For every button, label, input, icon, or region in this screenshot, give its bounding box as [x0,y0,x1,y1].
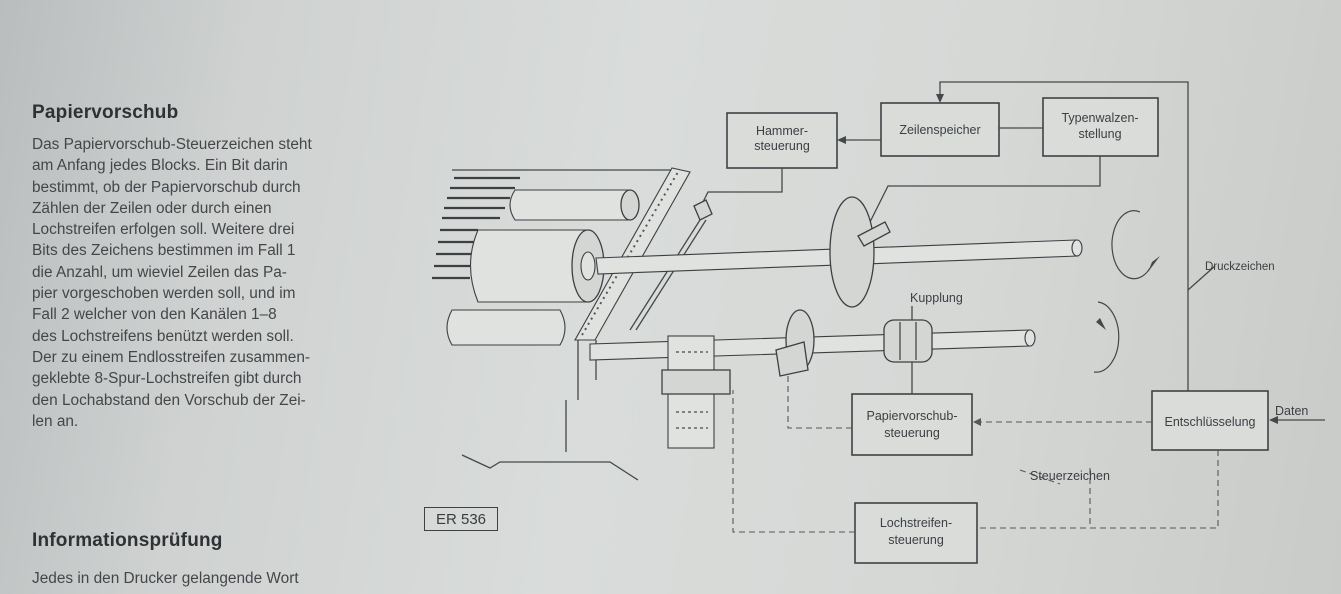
box-label: steuerung [884,426,940,440]
label-daten: Daten [1275,404,1308,418]
figure-id-label: ER 536 [424,507,498,531]
box-label: Entschlüsselung [1164,415,1255,429]
paragraph-papiervorschub: Das Papiervorschub-Steuerzeichen steht a… [32,134,404,432]
text-line: Lochstreifen erfolgen soll. Weitere drei [32,221,295,239]
box-label: Zeilenspeicher [899,123,980,137]
text-line: geklebte 8-Spur-Lochstreifen gibt durch [32,370,302,388]
section-heading-papiervorschub: Papiervorschub [32,102,179,123]
text-line: len an. [32,412,79,430]
text-line: am Anfang jedes Blocks. Ein Bit darin [32,157,288,175]
text-line: den Lochabstand den Vorschub der Zei- [32,391,306,409]
box-label: steuerung [888,533,944,547]
section-heading-informationspruefung: Informationsprüfung [32,530,223,551]
box-label: steuerung [754,139,810,153]
text-line: Fall 2 welcher von den Kanälen 1–8 [32,306,277,324]
text-line: pier vorgeschoben werden soll, und im [32,285,296,303]
label-druckzeichen: Druckzeichen [1205,261,1275,273]
box-entschluesselung: Entschlüsselung [1151,390,1269,451]
text-line: Das Papiervorschub-Steuerzeichen steht [32,136,312,153]
box-label: Lochstreifen- [880,516,952,530]
box-zeilenspeicher: Zeilenspeicher [880,102,1000,157]
box-label: stellung [1078,127,1121,141]
printer-mechanism [432,167,1160,481]
paragraph-informationspruefung: Jedes in den Drucker gelangende Wort [32,570,299,587]
box-label: Papiervorschub- [866,409,957,423]
box-typenwalzenstellung: Typenwalzen- stellung [1042,97,1159,157]
text-column: Papiervorschub Das Papiervorschub-Steuer… [32,102,404,432]
label-steuerzeichen: Steuerzeichen [1030,469,1110,483]
text-line: die Anzahl, um wieviel Zeilen das Pa- [32,263,287,281]
box-label: Typenwalzen- [1061,111,1138,125]
text-line: Bits des Zeichens bestimmen im Fall 1 [32,242,296,260]
box-lochstreifensteuerung: Lochstreifen- steuerung [854,502,978,564]
box-papiervorschubsteuerung: Papiervorschub- steuerung [851,393,973,456]
box-label: Hammer- [756,124,808,138]
text-line: Der zu einem Endlosstreifen zusammen- [32,348,311,366]
box-hammersteuerung: Hammer- steuerung [726,112,838,169]
text-line: des Lochstreifens benützt werden soll. [32,327,294,345]
text-line: Zählen der Zeilen oder durch einen [32,199,272,217]
paper-stack-hatching [432,169,680,280]
label-kupplung: Kupplung [910,291,963,305]
control-dashed-lines [732,370,1219,533]
text-line: bestimmt, ob der Papiervorschub durch [32,178,301,196]
signal-lines [701,81,1325,424]
